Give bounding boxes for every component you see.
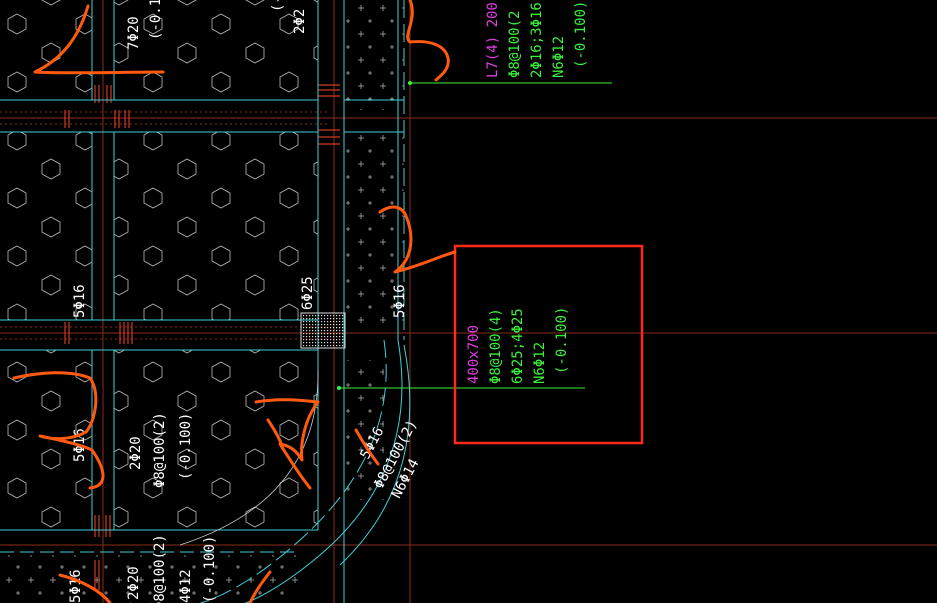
beam-outlines (0, 0, 411, 603)
beam-name: L7(4) 200 (485, 2, 501, 78)
beam-elevation: (-0.100) (573, 1, 589, 68)
hexagon-hatch-icon (0, 0, 318, 530)
label-bot-c: Φ8@100(2) (152, 534, 168, 603)
label-mid-col-a: 6Φ25 (300, 276, 316, 310)
leader-lines (339, 82, 612, 389)
label-top-left-a: 7Φ20 (126, 16, 142, 50)
leader-dot-icon (337, 386, 341, 390)
beam-stirrup: Φ8@100(4) (488, 308, 504, 384)
beam-marks (64, 84, 340, 590)
label-bot-a: 5Φ16 (68, 569, 84, 603)
label-top-mid-b: 2Φ2 (292, 9, 308, 34)
beam-annotation-top-right[interactable]: L7(4) 200 Φ8@100(2 2Φ16;3Φ16 N6Φ12 (-0.1… (485, 1, 589, 78)
rebar-labels: 7Φ20 (-0.1 (- 2Φ2 5Φ16 6Φ25 5Φ16 5Φ16 2Φ… (68, 0, 408, 603)
beam-side-bar: N6Φ12 (551, 36, 567, 78)
beam-size: 400x700 (466, 325, 482, 384)
label-bot-d: 4Φ12 (178, 569, 194, 603)
label-low-c: (-0.100) (178, 413, 194, 480)
label-low-a: 2Φ20 (128, 436, 144, 470)
label-bot-b: 2Φ20 (126, 566, 142, 600)
beam-side-bar: N6Φ12 (532, 342, 548, 384)
beam-rebar: 6Φ25;4Φ25 (510, 308, 526, 384)
beam-annotation-highlighted[interactable]: 400x700 Φ8@100(4) 6Φ25;4Φ25 N6Φ12 (-0.10… (466, 307, 570, 384)
label-top-left-b: (-0.1 (148, 0, 164, 40)
label-mid-col-b: 5Φ16 (392, 284, 408, 318)
markup-strokes (12, 0, 457, 603)
beam-elevation: (-0.100) (554, 307, 570, 374)
column-hatch[interactable] (300, 312, 346, 349)
beam-stirrup: Φ8@100(2 (507, 11, 523, 78)
highlight-box[interactable] (453, 244, 644, 445)
label-left-col-mid: 5Φ16 (72, 284, 88, 318)
beam-rebar: 2Φ16;3Φ16 (529, 2, 545, 78)
label-bot-e: (-0.100) (202, 536, 218, 603)
label-low-b: Φ8@100(2) (152, 412, 168, 488)
leader-dot-icon (408, 81, 412, 85)
label-top-mid-a: (- (270, 0, 286, 12)
